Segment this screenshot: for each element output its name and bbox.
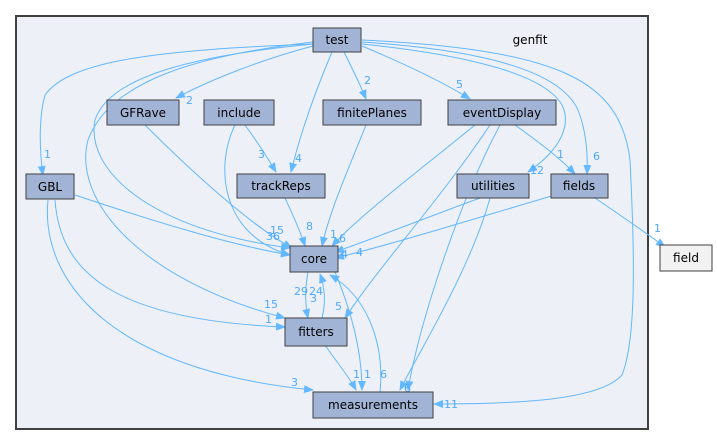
edge-test-trackreps: [289, 51, 333, 173]
node-label-finiteplanes: finitePlanes: [337, 106, 407, 120]
edge-label: 15: [270, 224, 284, 237]
edge-label: 1: [654, 222, 661, 235]
node-label-trackreps: trackReps: [251, 179, 311, 193]
edge-eventdisplay-core: [331, 124, 476, 247]
edge-core-fitters: [302, 271, 311, 319]
edge-label: 5: [456, 78, 463, 91]
node-fitters[interactable]: fitters: [284, 317, 348, 347]
node-label-include: include: [217, 106, 260, 120]
edge-label: 6: [380, 368, 387, 381]
node-test[interactable]: test: [312, 27, 362, 53]
edge-gbl-measurements: [46, 199, 314, 394]
edge-label: 6: [593, 150, 600, 163]
edge-eventdisplay-fields: [514, 124, 576, 175]
node-field[interactable]: field: [659, 244, 713, 272]
node-label-gfrave: GFRave: [120, 106, 166, 120]
node-measurements[interactable]: measurements: [312, 391, 434, 419]
edge-test-fields: [361, 41, 592, 175]
edge-gbl-core: [74, 194, 291, 258]
node-core[interactable]: core: [289, 245, 339, 273]
edge-label: 3: [310, 292, 317, 305]
node-label-field: field: [673, 251, 699, 265]
edge-test-finiteplanes: [343, 51, 367, 100]
node-gbl[interactable]: GBL: [25, 173, 75, 200]
edge-eventdisplay-fitters: [344, 124, 491, 319]
edge-utilities-core: [334, 197, 481, 253]
edge-label: 1: [330, 228, 337, 241]
edge-label: 6: [404, 382, 411, 395]
cluster-label: genfit: [513, 33, 548, 47]
edge-labels: 1 2 2 5 4 6 12 11 15 3 1 1 8 15 36 1 6 4…: [44, 74, 661, 411]
edge-label: 5: [335, 300, 342, 313]
node-label-core: core: [301, 252, 327, 266]
edge-label: 8: [306, 220, 313, 233]
node-label-utilities: utilities: [471, 179, 515, 193]
edge-test-gfrave: [175, 45, 314, 99]
node-label-fields: fields: [563, 179, 595, 193]
node-label-gbl: GBL: [38, 180, 63, 194]
edge-gfrave-core: [144, 124, 293, 249]
node-trackreps[interactable]: trackReps: [236, 173, 326, 199]
edge-label: 3: [291, 376, 298, 389]
edge-label: 2: [364, 74, 371, 87]
node-eventdisplay[interactable]: eventDisplay: [447, 99, 557, 126]
edge-finiteplanes-core: [320, 124, 367, 247]
edge-core-measurements: [334, 271, 366, 391]
edge-label: 4: [295, 152, 302, 165]
node-finiteplanes[interactable]: finitePlanes: [322, 99, 422, 126]
edge-label: 1: [557, 148, 564, 161]
genfit-cluster: [15, 15, 649, 430]
node-include[interactable]: include: [203, 99, 275, 126]
node-gfrave[interactable]: GFRave: [106, 99, 180, 126]
edge-fields-field: [594, 197, 666, 248]
edge-label: 3: [258, 148, 265, 161]
edge-label: 24: [309, 285, 323, 298]
edge-include-trackreps: [244, 124, 277, 173]
edge-label: 15: [264, 298, 278, 311]
node-utilities[interactable]: utilities: [456, 173, 530, 199]
edge-fitters-core: [319, 273, 327, 319]
edge-label: 1: [265, 313, 272, 326]
edge-gbl-fitters: [54, 199, 286, 331]
edge-label: 12: [530, 164, 544, 177]
edge-label: 1: [44, 148, 51, 161]
edge-test-gbl: [37, 43, 314, 176]
edge-test-fitters: [85, 41, 314, 320]
edge-label: 4: [356, 246, 363, 259]
edge-test-measurements: [361, 39, 634, 408]
edge-test-core: [93, 43, 314, 251]
edge-label: 11: [444, 398, 458, 411]
node-label-measurements: measurements: [328, 398, 418, 412]
node-label-fitters: fitters: [298, 325, 334, 339]
edge-test-utilities: [361, 43, 566, 173]
edges: [37, 39, 666, 408]
edge-measurements-core: [329, 274, 382, 393]
edge-label: 2: [186, 94, 193, 107]
edge-include-core: [224, 124, 291, 257]
edge-label: 4: [341, 248, 348, 261]
node-fields[interactable]: fields: [550, 173, 609, 199]
edge-fitters-measurements: [324, 344, 357, 391]
edge-test-eventdisplay: [361, 45, 471, 100]
edge-label: 1: [364, 368, 371, 381]
edge-utilities-measurements: [399, 197, 491, 391]
edge-trackreps-core: [284, 197, 307, 247]
node-label-test: test: [325, 33, 348, 47]
edge-fields-core: [334, 194, 556, 260]
edge-label: 6: [339, 232, 346, 245]
node-label-eventdisplay: eventDisplay: [463, 106, 541, 120]
edge-eventdisplay-measurements: [405, 124, 501, 391]
edge-label: 29: [294, 285, 308, 298]
edge-label: 36: [266, 230, 280, 243]
edge-label: 1: [353, 368, 360, 381]
